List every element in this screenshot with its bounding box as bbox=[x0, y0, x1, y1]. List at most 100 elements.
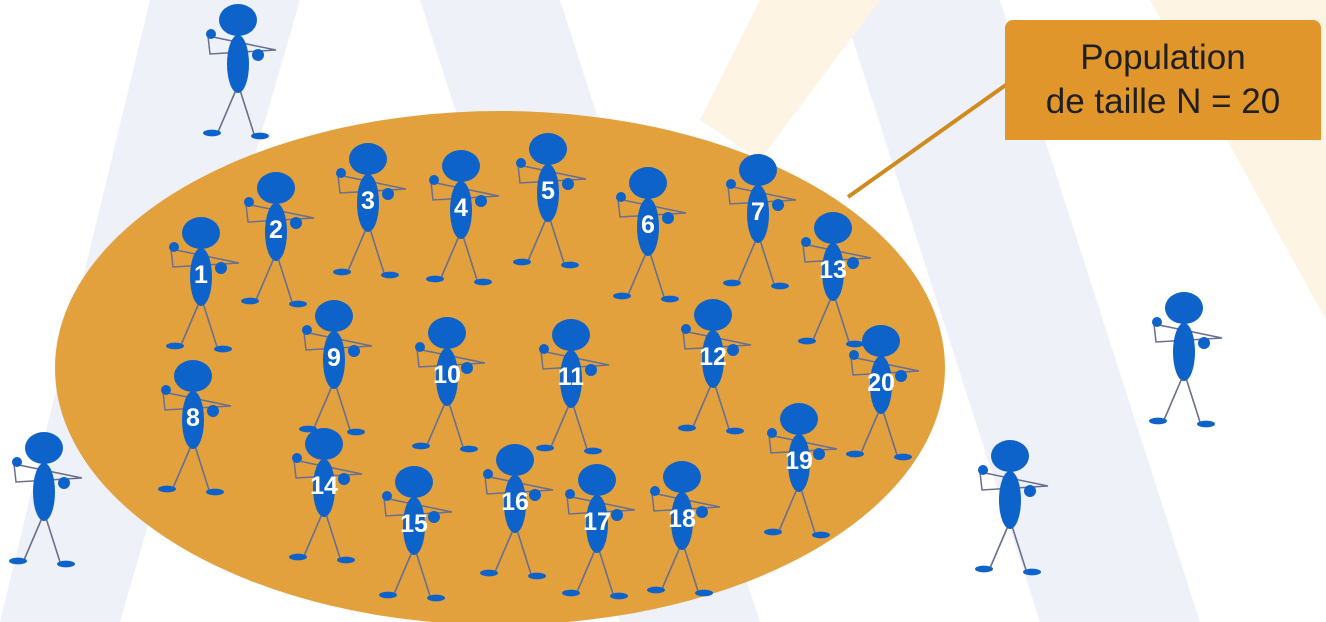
figure-hand bbox=[895, 370, 907, 382]
figure-head bbox=[694, 299, 732, 331]
figure-number-label: 16 bbox=[501, 488, 529, 516]
figure-head bbox=[442, 150, 480, 182]
callout-line-1: Population bbox=[1080, 36, 1245, 80]
figure-leg bbox=[1186, 378, 1200, 422]
figure-foot bbox=[412, 443, 430, 450]
watermark-shape bbox=[700, 0, 880, 160]
figure-foot bbox=[1197, 421, 1215, 428]
figure-foot bbox=[158, 486, 176, 493]
figure-hand bbox=[849, 350, 859, 360]
figure-foot bbox=[9, 558, 27, 565]
figure-foot bbox=[513, 259, 531, 266]
figure-number-label: 11 bbox=[558, 363, 585, 391]
figure-number-label: 12 bbox=[699, 343, 727, 371]
figure-head bbox=[780, 403, 818, 435]
figure-body bbox=[227, 35, 249, 93]
figure-foot bbox=[381, 272, 399, 279]
figure-number-label: 10 bbox=[433, 361, 461, 389]
figure-hand bbox=[338, 473, 350, 485]
figure-hand bbox=[415, 342, 425, 352]
figure-number-label: 19 bbox=[785, 447, 813, 475]
figure-head bbox=[305, 428, 343, 460]
figure-hand bbox=[767, 428, 777, 438]
figure-hand bbox=[428, 511, 440, 523]
figure-hand bbox=[978, 465, 988, 475]
figure-head bbox=[739, 154, 777, 186]
figure-head bbox=[663, 461, 701, 493]
figure-head bbox=[257, 172, 295, 204]
figure-body bbox=[33, 463, 55, 521]
figure-foot bbox=[203, 130, 221, 137]
figure-hand bbox=[772, 199, 784, 211]
figure-hand bbox=[461, 362, 473, 374]
figure-number-label: 20 bbox=[867, 369, 895, 397]
figure-number-label: 6 bbox=[641, 211, 655, 239]
figure-hand bbox=[302, 325, 312, 335]
figure-foot bbox=[695, 590, 713, 597]
figure-foot bbox=[798, 338, 816, 345]
figure-hand bbox=[244, 197, 254, 207]
figure-foot bbox=[975, 566, 993, 573]
figure-foot bbox=[661, 296, 679, 303]
figure-hand bbox=[429, 175, 439, 185]
figure-number-label: 18 bbox=[668, 505, 696, 533]
figure-number-label: 17 bbox=[583, 508, 611, 536]
figure-foot bbox=[584, 448, 602, 455]
figure-number-label: 5 bbox=[541, 177, 555, 205]
figure-number-label: 3 bbox=[361, 187, 375, 215]
figure-head bbox=[349, 143, 387, 175]
figure-foot bbox=[1023, 569, 1041, 576]
figure-foot bbox=[846, 341, 864, 348]
figure-hand bbox=[382, 188, 394, 200]
figure-hand bbox=[12, 457, 22, 467]
figure-hand bbox=[348, 345, 360, 357]
figure-head bbox=[552, 319, 590, 351]
figure-foot bbox=[206, 489, 224, 496]
figure-head bbox=[814, 212, 852, 244]
figure-head bbox=[862, 325, 900, 357]
figure-hand bbox=[1152, 317, 1162, 327]
figure-hand bbox=[650, 486, 660, 496]
figure-head bbox=[629, 167, 667, 199]
figure-head bbox=[25, 432, 63, 464]
figure-foot bbox=[166, 343, 184, 350]
figure-head bbox=[1165, 292, 1203, 324]
figure-foot bbox=[812, 532, 830, 539]
figure-hand bbox=[215, 262, 227, 274]
figure-foot bbox=[480, 570, 498, 577]
figure-head bbox=[182, 217, 220, 249]
figure-hand bbox=[662, 212, 674, 224]
figure-foot bbox=[846, 451, 864, 458]
figure-foot bbox=[333, 269, 351, 276]
figure-foot bbox=[337, 557, 355, 564]
figure-hand bbox=[616, 192, 626, 202]
figure-foot bbox=[613, 293, 631, 300]
figure-foot bbox=[561, 262, 579, 269]
figure-foot bbox=[1149, 418, 1167, 425]
figure-body bbox=[999, 471, 1021, 529]
figure-number-label: 13 bbox=[819, 256, 847, 284]
figure-foot bbox=[726, 428, 744, 435]
figure-head bbox=[174, 360, 212, 392]
figure-hand bbox=[475, 195, 487, 207]
figure-foot bbox=[474, 279, 492, 286]
figure-foot bbox=[289, 554, 307, 561]
figure-foot bbox=[289, 301, 307, 308]
figure-number-label: 4 bbox=[454, 194, 468, 222]
figure-foot bbox=[347, 429, 365, 436]
figure-hand bbox=[483, 469, 493, 479]
figure-foot bbox=[647, 587, 665, 594]
figure-number-label: 2 bbox=[269, 216, 283, 244]
figure-foot bbox=[536, 445, 554, 452]
figure-hand bbox=[681, 324, 691, 334]
figure-foot bbox=[426, 276, 444, 283]
callout-line-2: de taille N = 20 bbox=[1046, 80, 1280, 124]
figure-foot bbox=[427, 595, 445, 602]
figure-foot bbox=[251, 133, 269, 140]
figure-foot bbox=[379, 592, 397, 599]
figure-number-label: 1 bbox=[194, 261, 208, 289]
figure-foot bbox=[562, 590, 580, 597]
figure-hand bbox=[252, 49, 264, 61]
figure-foot bbox=[241, 298, 259, 305]
figure-foot bbox=[610, 593, 628, 600]
